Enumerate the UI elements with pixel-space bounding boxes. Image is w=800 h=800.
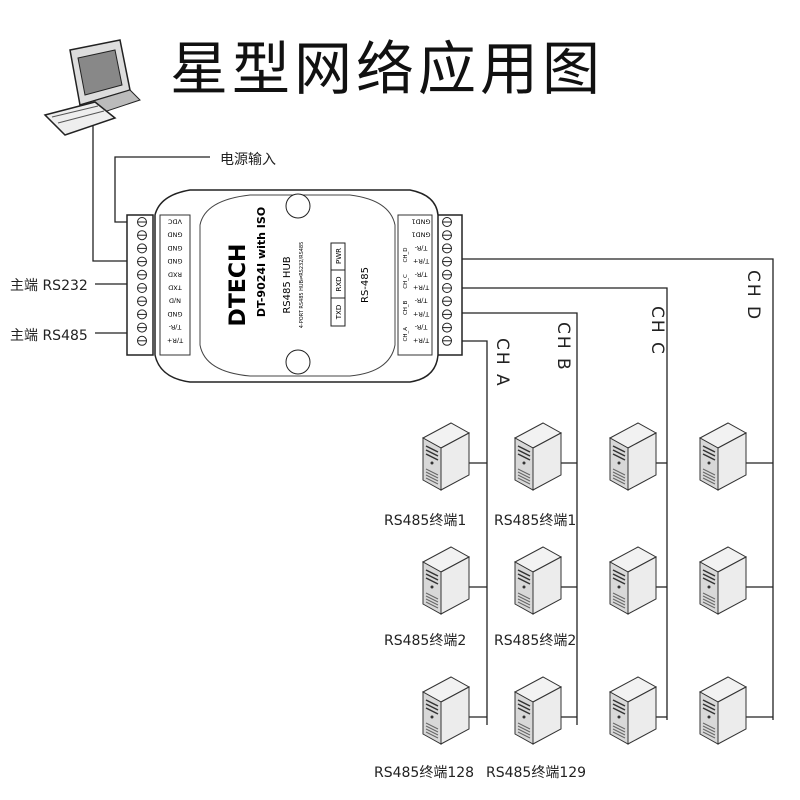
rs485-terminal-server-icon (608, 422, 667, 491)
page-title: 星型网络应用图 (170, 35, 605, 103)
left-pin-label: GND (168, 231, 183, 239)
right-pin-label: T/R- (414, 323, 428, 331)
channel-wiring (462, 258, 774, 725)
left-pin-label: GND (168, 257, 183, 265)
ch-a-bus (462, 340, 488, 725)
rs485-terminal-server-icon (513, 676, 577, 745)
right-pin-label: T/R+ (413, 310, 430, 318)
right-pin-label: T/R+ (413, 257, 430, 265)
ch-d-bus (462, 258, 774, 720)
rs485-terminal-server-icon (698, 422, 773, 491)
right-pin-label: GND1 (411, 231, 430, 239)
channel-c-label: CH C (647, 306, 667, 356)
left-pin-label: GND (168, 310, 183, 318)
left-pin-label: GND (168, 244, 183, 252)
left-pin-label: RXD (168, 270, 182, 278)
left-pin-label: TXD (168, 284, 182, 292)
rs485-terminal-server-icon (513, 422, 577, 491)
dtech-logo: DTECH (226, 244, 251, 327)
left-pin-label: N/D (169, 297, 181, 305)
rs485-terminal-server-icon (608, 676, 667, 745)
right-pin-label: T/R- (414, 270, 428, 278)
terminal-label-b1: RS485终端1 (494, 513, 577, 529)
rs485-terminal-server-icon (421, 676, 487, 745)
channel-a-label: CH A (492, 338, 512, 388)
host-computer-icon (43, 39, 141, 136)
terminal-label-b3: RS485终端129 (486, 765, 587, 781)
rs485-terminal-server-icon (608, 546, 667, 615)
rs485-terminal-server-icon (698, 546, 773, 615)
terminal-label-a2: RS485终端2 (384, 633, 467, 649)
master-rs485-label: 主端 RS485 (10, 328, 88, 344)
ch-c-bus (462, 287, 668, 720)
terminal-label-b2: RS485终端2 (494, 633, 577, 649)
channel-tag-label: CH_B (403, 300, 409, 315)
ch-b-bus (462, 312, 578, 725)
led-txd-indicator: TXD (335, 305, 343, 320)
device-model: DT-9024I with ISO (255, 207, 268, 317)
terminal-label-a1: RS485终端1 (384, 513, 467, 529)
device-subtitle: 4-PORT RS485 HUB⇌RS232/RS485 (299, 242, 305, 329)
led-rxd-indicator: RXD (335, 276, 343, 291)
rs485-terminal-server-icon (421, 546, 487, 615)
right-pin-label: T/R- (414, 297, 428, 305)
power-input-label: 电源输入 (220, 152, 276, 168)
right-pin-label: GND1 (411, 218, 430, 226)
right-pin-label: T/R- (414, 244, 428, 252)
channel-tag-label: CH_A (403, 327, 409, 342)
channel-tag-label: CH_C (403, 274, 409, 289)
channel-d-label: CH D (743, 270, 763, 322)
rs485-terminal-server-icon (698, 676, 773, 745)
terminal-label-a3: RS485终端128 (374, 765, 475, 781)
rs485-terminal-server-icon (513, 546, 577, 615)
left-pin-label: VDC (168, 218, 182, 226)
left-wiring (92, 125, 210, 334)
left-pin-label: T/R+ (167, 336, 184, 344)
right-pin-label: T/R+ (413, 284, 430, 292)
master-rs232-label: 主端 RS232 (10, 278, 88, 294)
device-name: RS485 HUB (282, 256, 293, 313)
channel-b-label: CH B (553, 322, 573, 372)
channel-tag-label: CH_D (403, 248, 409, 263)
led-pwr-indicator: PWR (335, 248, 343, 264)
right-pin-label: T/R+ (413, 336, 430, 344)
left-pin-label: T/R- (168, 323, 182, 331)
rs485-terminal-server-icon (421, 422, 487, 491)
rs485-port-label: RS-485 (360, 267, 371, 303)
